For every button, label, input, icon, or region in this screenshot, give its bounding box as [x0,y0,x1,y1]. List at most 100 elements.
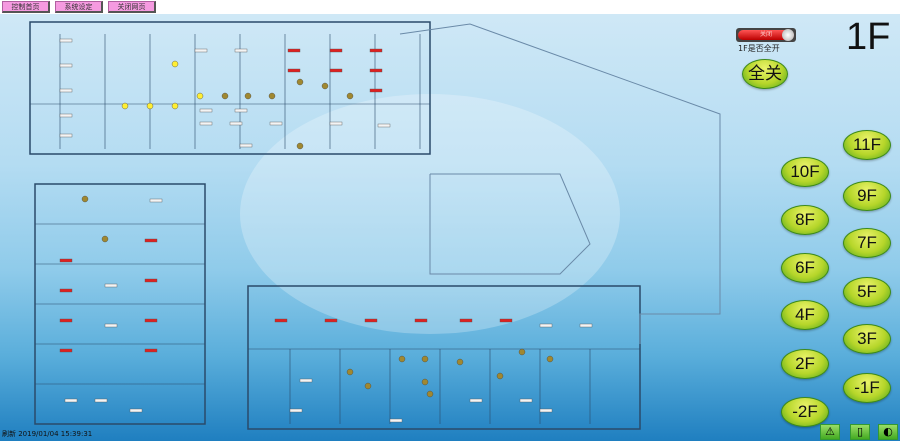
nav-close-button[interactable]: 关闭网页 [108,1,156,13]
floor-plan [29,21,721,430]
building-outline [247,285,641,430]
light-bulb-icon [421,355,429,363]
lamp-on-indicator [324,318,338,323]
floor-button-6F[interactable]: 6F [781,253,829,283]
nav-settings-button[interactable]: 系统设定 [55,1,103,13]
lamp-on-indicator [144,318,158,323]
light-bulb-icon [518,348,526,356]
lamp-on-indicator [144,348,158,353]
lamp-on-indicator [369,68,383,73]
floor-button--1F[interactable]: -1F [843,373,891,403]
lamp-off-indicator [299,378,313,383]
lamp-on-indicator [369,48,383,53]
lamp-off-indicator [469,398,483,403]
lamp-on-indicator [499,318,513,323]
lamp-on-indicator [59,258,73,263]
floor-button-5F[interactable]: 5F [843,277,891,307]
lamp-off-indicator [234,108,248,113]
light-bulb-icon [171,60,179,68]
lamp-off-indicator [199,121,213,126]
lamp-on-indicator [59,288,73,293]
lamp-off-indicator [149,198,163,203]
light-bulb-icon [268,92,276,100]
light-bulb-icon [321,82,329,90]
light-bulb-icon [346,368,354,376]
lamp-on-indicator [414,318,428,323]
lamp-on-indicator [287,48,301,53]
floor-button--2F[interactable]: -2F [781,397,829,427]
road-outline [429,173,591,275]
lamp-off-indicator [59,88,73,93]
floor-button-7F[interactable]: 7F [843,228,891,258]
lamp-off-indicator [234,48,248,53]
lamp-off-indicator [59,113,73,118]
lamp-off-indicator [389,418,403,423]
all-on-toggle[interactable]: 关闭 [736,28,796,42]
lamp-off-indicator [269,121,283,126]
lamp-on-indicator [59,318,73,323]
lamp-on-indicator [329,68,343,73]
lamp-off-indicator [377,123,391,128]
all-off-button[interactable]: 全关 [742,59,788,89]
light-bulb-icon [121,102,129,110]
light-bulb-icon [221,92,229,100]
light-bulb-icon [421,378,429,386]
light-bulb-icon [296,142,304,150]
lamp-off-indicator [129,408,143,413]
road-outline [399,23,721,344]
lamp-off-indicator [329,121,343,126]
light-bulb-icon [296,78,304,86]
lamp-on-indicator [274,318,288,323]
lamp-off-indicator [104,283,118,288]
lamp-off-indicator [94,398,108,403]
light-bulb-icon [546,355,554,363]
toggle-state-label: 关闭 [759,31,772,38]
floor-button-8F[interactable]: 8F [781,205,829,235]
floor-plan-stage: 关闭 1F是否全开 全关 1F 10F 8F 6F 4F 2F -2F 11F 9F 7F 5F 3… [0,14,900,441]
nav-home-button[interactable]: 控制首页 [2,1,50,13]
lamp-on-indicator [364,318,378,323]
light-bulb-icon [456,358,464,366]
light-bulb-icon [364,382,372,390]
light-bulb-icon [101,235,109,243]
lamp-off-indicator [194,48,208,53]
lamp-off-indicator [579,323,593,328]
light-bulb-icon [81,195,89,203]
light-bulb-icon [346,92,354,100]
light-bulb-icon [244,92,252,100]
floor-button-9F[interactable]: 9F [843,181,891,211]
floor-button-4F[interactable]: 4F [781,300,829,330]
lamp-off-indicator [104,323,118,328]
lamp-off-indicator [59,63,73,68]
lamp-off-indicator [199,108,213,113]
lamp-off-indicator [539,408,553,413]
current-floor-title: 1F [846,16,891,58]
floor-button-2F[interactable]: 2F [781,349,829,379]
lamp-off-indicator [59,133,73,138]
light-bulb-icon [196,92,204,100]
lamp-on-indicator [369,88,383,93]
light-bulb-icon [146,102,154,110]
lamp-off-indicator [64,398,78,403]
top-nav: 控制首页 系统设定 关闭网页 [0,0,900,14]
light-bulb-icon [398,355,406,363]
speaker-icon[interactable]: ◐ [878,424,898,440]
floor-button-10F[interactable]: 10F [781,157,829,187]
lamp-off-indicator [229,121,243,126]
lamp-off-indicator [239,143,253,148]
toggle-caption: 1F是否全开 [738,44,780,53]
lamp-off-indicator [539,323,553,328]
document-icon[interactable]: ▯ [850,424,870,440]
lamp-on-indicator [459,318,473,323]
lamp-off-indicator [289,408,303,413]
toggle-knob [782,29,794,41]
light-bulb-icon [171,102,179,110]
lamp-on-indicator [59,348,73,353]
lamp-off-indicator [59,38,73,43]
lamp-off-indicator [519,398,533,403]
warning-icon[interactable]: ⚠ [820,424,840,440]
lamp-on-indicator [144,278,158,283]
floor-button-11F[interactable]: 11F [843,130,891,160]
floor-button-3F[interactable]: 3F [843,324,891,354]
building-outline [29,21,431,155]
